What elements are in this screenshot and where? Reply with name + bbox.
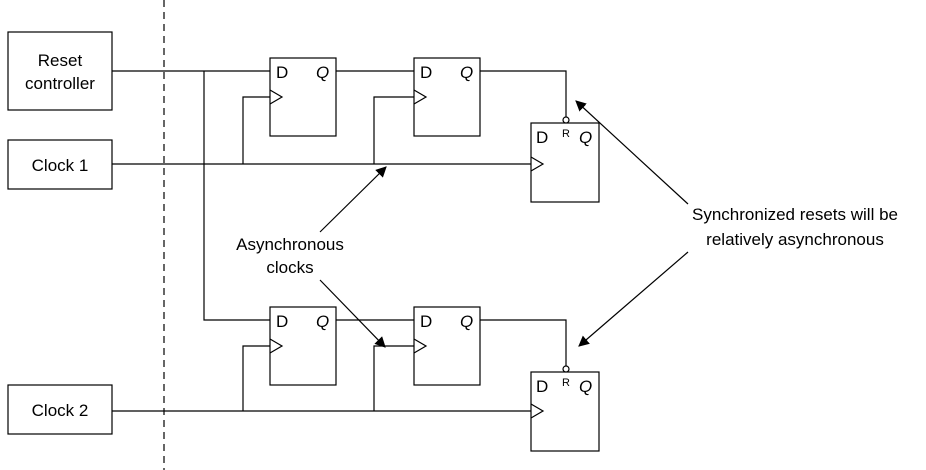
ff-bottom-2: D Q [413, 306, 481, 386]
async-clocks-label-2: clocks [266, 258, 313, 277]
ff-top-1: D Q [269, 57, 337, 137]
clock2-box: Clock 2 [7, 384, 113, 435]
sync-arrow-down [578, 251, 689, 347]
ff-top-2-q: Q [460, 63, 473, 82]
clock1-label: Clock 1 [32, 156, 89, 175]
ff-top-2-d: D [420, 63, 432, 82]
reset-controller-label-2: controller [25, 74, 95, 93]
ff-top-1-q: Q [316, 63, 329, 82]
sync-resets-label-2: relatively asynchronous [706, 230, 884, 249]
ff-bottom-3-reset-bubble [562, 365, 570, 373]
reset-controller-label-1: Reset [38, 51, 83, 70]
ff-bottom-3-q: Q [579, 377, 592, 396]
ff-bottom-1-d: D [276, 312, 288, 331]
ff-bottom-3: D R Q [530, 365, 600, 452]
sync-arrow-up [575, 100, 689, 205]
async-arrow-down [319, 279, 386, 348]
sync-resets-label-1: Synchronized resets will be [692, 205, 898, 224]
ff-bottom-3-r: R [562, 377, 570, 389]
reset-controller-box: Reset controller [7, 31, 113, 111]
ff-bottom-1-q: Q [316, 312, 329, 331]
async-clocks-annotation: Asynchronous clocks [236, 166, 387, 348]
async-clocks-label-1: Asynchronous [236, 235, 344, 254]
ff-bottom-2-q: Q [460, 312, 473, 331]
async-arrow-up [319, 166, 387, 233]
bottom-chain-wires [112, 319, 567, 412]
ff-top-1-d: D [276, 63, 288, 82]
ff-bottom-3-d: D [536, 377, 548, 396]
reset-branch-wire [203, 71, 270, 321]
top-chain-wires [112, 70, 567, 165]
ff-top-3-d: D [536, 128, 548, 147]
ff-top-3: D R Q [530, 116, 600, 203]
ff-top-2: D Q [413, 57, 481, 137]
ff-top-3-reset-bubble [562, 116, 570, 124]
clock2-label: Clock 2 [32, 401, 89, 420]
sync-resets-annotation: Synchronized resets will be relatively a… [575, 100, 898, 347]
ff-top-3-q: Q [579, 128, 592, 147]
ff-bottom-1: D Q [269, 306, 337, 386]
ff-bottom-2-d: D [420, 312, 432, 331]
clock1-box: Clock 1 [7, 139, 113, 190]
ff-top-3-r: R [562, 128, 570, 140]
